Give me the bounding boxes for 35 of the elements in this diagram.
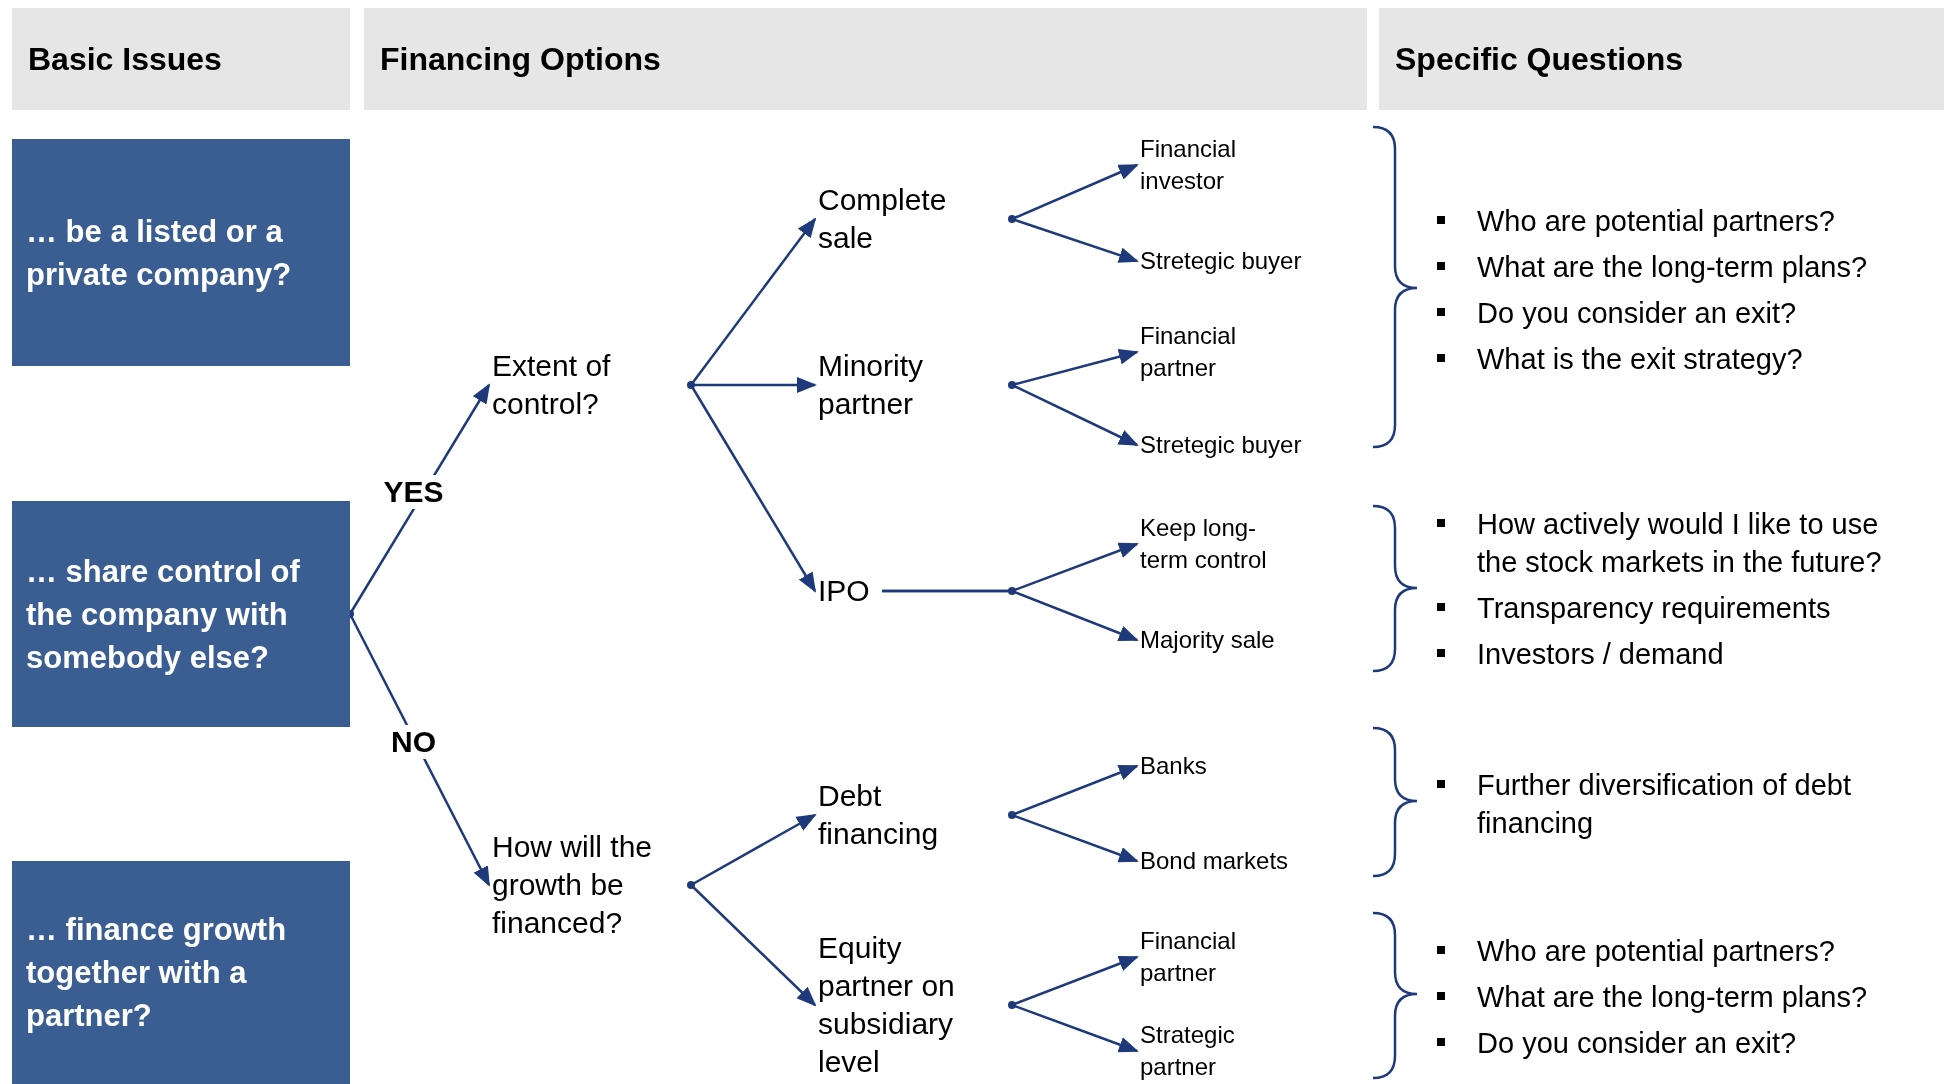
option-text: Banks: [1140, 750, 1360, 782]
bullet-text: How actively would I like to use the stock markets in the future?: [1477, 507, 1883, 580]
option-text: Stretegic buyer: [1140, 245, 1360, 277]
bullet-text: Investors / demand: [1477, 637, 1725, 672]
option-text: Debt financing: [818, 776, 1012, 854]
bullet-text: What are the long-term plans?: [1477, 980, 1869, 1015]
option-text: Extent of control?: [492, 345, 691, 425]
option-text: Financial partner: [1140, 320, 1290, 384]
option-text: Complete sale: [818, 180, 1012, 258]
bullet-text: Transparency requirements: [1477, 591, 1832, 626]
option-text: Financial investor: [1140, 133, 1290, 197]
option-text: Financial partner: [1140, 925, 1290, 989]
bullet-text: What is the exit strategy?: [1477, 342, 1804, 377]
option-text: Strategic partner: [1140, 1019, 1290, 1083]
bullet-text: Do you consider an exit?: [1477, 1026, 1798, 1061]
option-text: Keep long-term control: [1140, 512, 1290, 576]
option-text: IPO: [818, 571, 878, 611]
column-header: Basic Issues: [12, 8, 350, 110]
column-header: Financing Options: [364, 8, 1367, 110]
option-text: Stretegic buyer: [1140, 429, 1360, 461]
bullet-text: Do you consider an exit?: [1477, 296, 1798, 331]
question-box: … be a listed or a private company?: [12, 139, 350, 366]
bullet-text: Who are potential partners?: [1477, 934, 1836, 969]
bullet-text: Further diversification of debt financing: [1477, 768, 1852, 841]
option-text: Bond markets: [1140, 845, 1360, 877]
option-text: How will the growth be financed?: [492, 825, 691, 945]
question-box: … finance growth together with a partner?: [12, 861, 350, 1084]
option-text: Minority partner: [818, 346, 1012, 424]
arrow: [882, 589, 1139, 642]
bullet-text: What are the long-term plans?: [1477, 250, 1869, 285]
column-header: Specific Questions: [1379, 8, 1944, 110]
option-text: Equity partner on subsidiary level: [818, 928, 1012, 1082]
option-text: Majority sale: [1140, 624, 1360, 656]
arrow: [690, 884, 817, 1007]
bullet-text: Who are potential partners?: [1477, 204, 1836, 239]
